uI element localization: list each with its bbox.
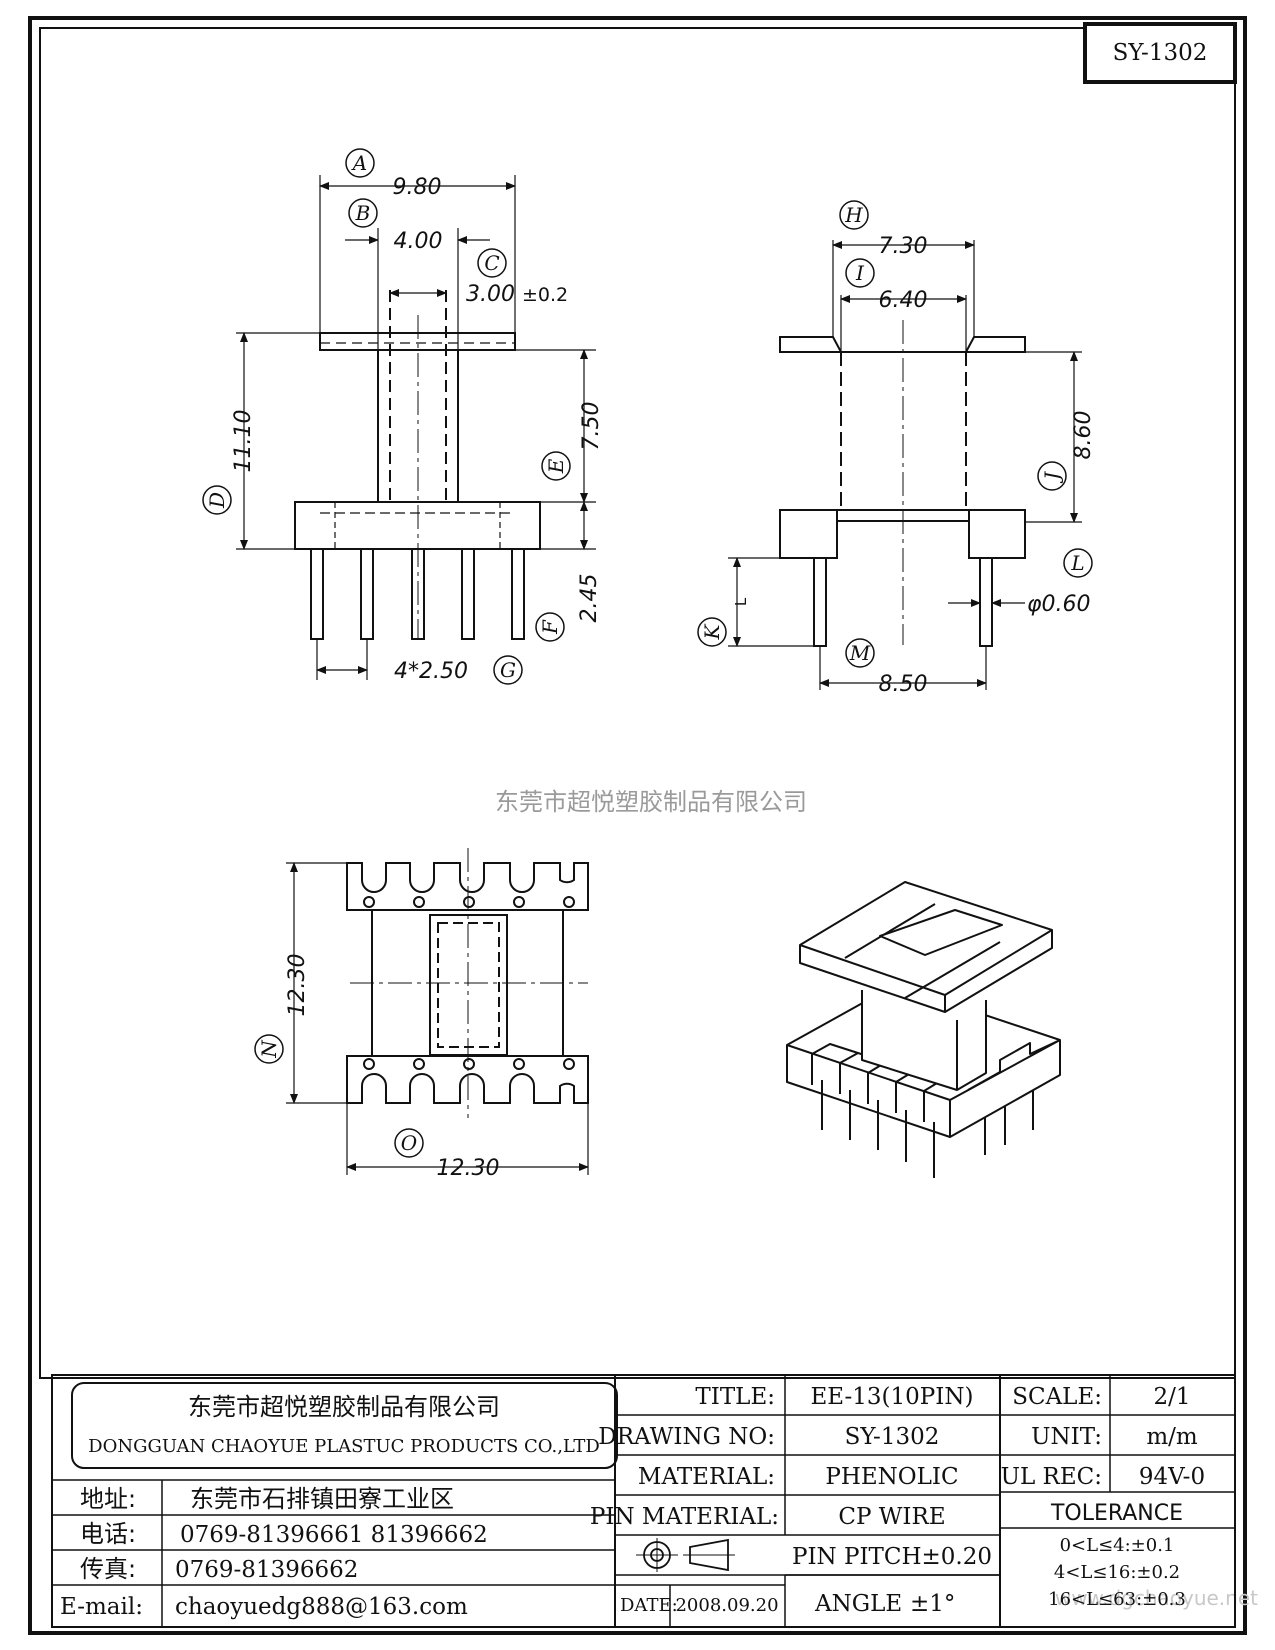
dim-tag-d: D bbox=[205, 492, 229, 509]
bottom-view bbox=[286, 848, 589, 1175]
email-label: E-mail: bbox=[60, 1594, 143, 1620]
bottom-view-labels: 12.30 N O 12.30 bbox=[254, 954, 500, 1181]
inner-frame bbox=[39, 27, 1236, 1379]
dim-e-value: 7.50 bbox=[579, 402, 604, 451]
ul-rec-label: UL REC: bbox=[1001, 1464, 1102, 1490]
dim-tag-m: M bbox=[849, 641, 871, 665]
isometric-view bbox=[786, 881, 1061, 1178]
side-view bbox=[728, 240, 1082, 690]
tolerance-row-1: 0<L≤4:±0.1 bbox=[1060, 1535, 1175, 1556]
title-block bbox=[51, 1374, 1236, 1628]
dim-d-value: 11.10 bbox=[231, 410, 256, 473]
dim-c-value: 3.00 bbox=[466, 282, 515, 307]
front-view-labels: A 9.80 B 4.00 C 3.00 ±0.2 D 11.10 E 7.50… bbox=[202, 148, 604, 685]
pin-pitch-text: PIN PITCH±0.20 bbox=[792, 1544, 992, 1570]
company-name-en: DONGGUAN CHAOYUE PLASTUC PRODUCTS CO.,LT… bbox=[88, 1436, 600, 1457]
dim-tag-b: B bbox=[355, 201, 371, 225]
dim-b-value: 4.00 bbox=[394, 229, 443, 254]
tolerance-heading: TOLERANCE bbox=[1050, 1501, 1183, 1526]
dim-c-tolerance: ±0.2 bbox=[522, 284, 568, 306]
dim-j-value: 8.60 bbox=[1071, 411, 1096, 460]
front-view bbox=[236, 175, 596, 680]
dim-tag-l: L bbox=[1070, 551, 1084, 575]
unit-label: UNIT: bbox=[1031, 1424, 1102, 1450]
tolerance-row-2: 4<L≤16:±0.2 bbox=[1054, 1562, 1180, 1583]
dim-tag-j: J bbox=[1040, 471, 1064, 484]
ul-rec-value: 94V-0 bbox=[1139, 1464, 1205, 1490]
dim-tag-o: O bbox=[401, 1131, 417, 1155]
pin-material-label: PIN MATERIAL: bbox=[590, 1504, 779, 1530]
date-label: DATE: bbox=[620, 1595, 678, 1616]
dim-h-value: 7.30 bbox=[879, 234, 928, 259]
phone-value: 0769-81396661 81396662 bbox=[180, 1522, 488, 1548]
angle-value: ±1° bbox=[910, 1591, 955, 1617]
dim-tag-a: A bbox=[351, 151, 367, 175]
corner-watermark: www.dgchaoyue.net bbox=[1055, 1586, 1258, 1610]
title-value: EE-13(10PIN) bbox=[811, 1384, 974, 1410]
address-label: 地址: bbox=[80, 1485, 136, 1513]
drawing-code: SY-1302 bbox=[1113, 40, 1208, 66]
address-value: 东莞市石排镇田寮工业区 bbox=[190, 1485, 454, 1513]
dim-i-value: 6.40 bbox=[879, 288, 928, 313]
pin-material-value: CP WIRE bbox=[838, 1504, 945, 1530]
projection-symbol-icon bbox=[636, 1538, 735, 1572]
watermark-text: 东莞市超悦塑胶制品有限公司 bbox=[495, 788, 807, 816]
angle-label: ANGLE bbox=[814, 1591, 902, 1617]
drawing-no-label: DRAWING NO: bbox=[598, 1424, 775, 1450]
dim-tag-h: H bbox=[844, 203, 863, 227]
drawing-code-box: SY-1302 bbox=[1083, 22, 1237, 84]
fax-value: 0769-81396662 bbox=[175, 1557, 358, 1583]
company-name-cn: 东莞市超悦塑胶制品有限公司 bbox=[188, 1393, 500, 1421]
dim-o-value: 12.30 bbox=[437, 1156, 500, 1181]
tolerance-row-3: 16<L≤63:±0.3 bbox=[1048, 1589, 1186, 1610]
title-block-text: 东莞市超悦塑胶制品有限公司 DONGGUAN CHAOYUE PLASTUC P… bbox=[60, 1384, 1205, 1620]
side-view-labels: H 7.30 I 6.40 J 8.60 K L L φ0.60 M 8.50 bbox=[697, 200, 1096, 697]
outer-frame bbox=[28, 16, 1247, 1635]
date-value: 2008.09.20 bbox=[675, 1595, 778, 1616]
unit-value: m/m bbox=[1146, 1424, 1198, 1450]
email-value: chaoyuedg888@163.com bbox=[175, 1594, 468, 1620]
dim-tag-f: F bbox=[538, 619, 562, 635]
scale-label: SCALE: bbox=[1012, 1384, 1102, 1410]
dim-tag-k: K bbox=[700, 623, 724, 640]
dim-g-value: 4*2.50 bbox=[394, 659, 468, 684]
dim-l-value: φ0.60 bbox=[1027, 592, 1091, 617]
material-label: MATERIAL: bbox=[638, 1464, 775, 1490]
dim-f-value: 2.45 bbox=[577, 574, 602, 623]
dim-k-value: L bbox=[732, 597, 750, 606]
dim-tag-n: N bbox=[257, 1039, 281, 1059]
phone-label: 电话: bbox=[80, 1520, 136, 1548]
title-label: TITLE: bbox=[695, 1384, 775, 1410]
dim-tag-c: C bbox=[484, 251, 499, 275]
dim-m-value: 8.50 bbox=[879, 672, 928, 697]
dim-tag-g: G bbox=[500, 658, 516, 682]
scale-value: 2/1 bbox=[1153, 1384, 1190, 1410]
drawing-no-value: SY-1302 bbox=[845, 1424, 940, 1450]
dim-a-value: 9.80 bbox=[393, 175, 442, 200]
fax-label: 传真: bbox=[80, 1555, 136, 1583]
dim-tag-i: I bbox=[855, 261, 865, 285]
dim-n-value: 12.30 bbox=[285, 954, 310, 1017]
material-value: PHENOLIC bbox=[825, 1464, 958, 1490]
dim-tag-e: E bbox=[544, 458, 568, 474]
